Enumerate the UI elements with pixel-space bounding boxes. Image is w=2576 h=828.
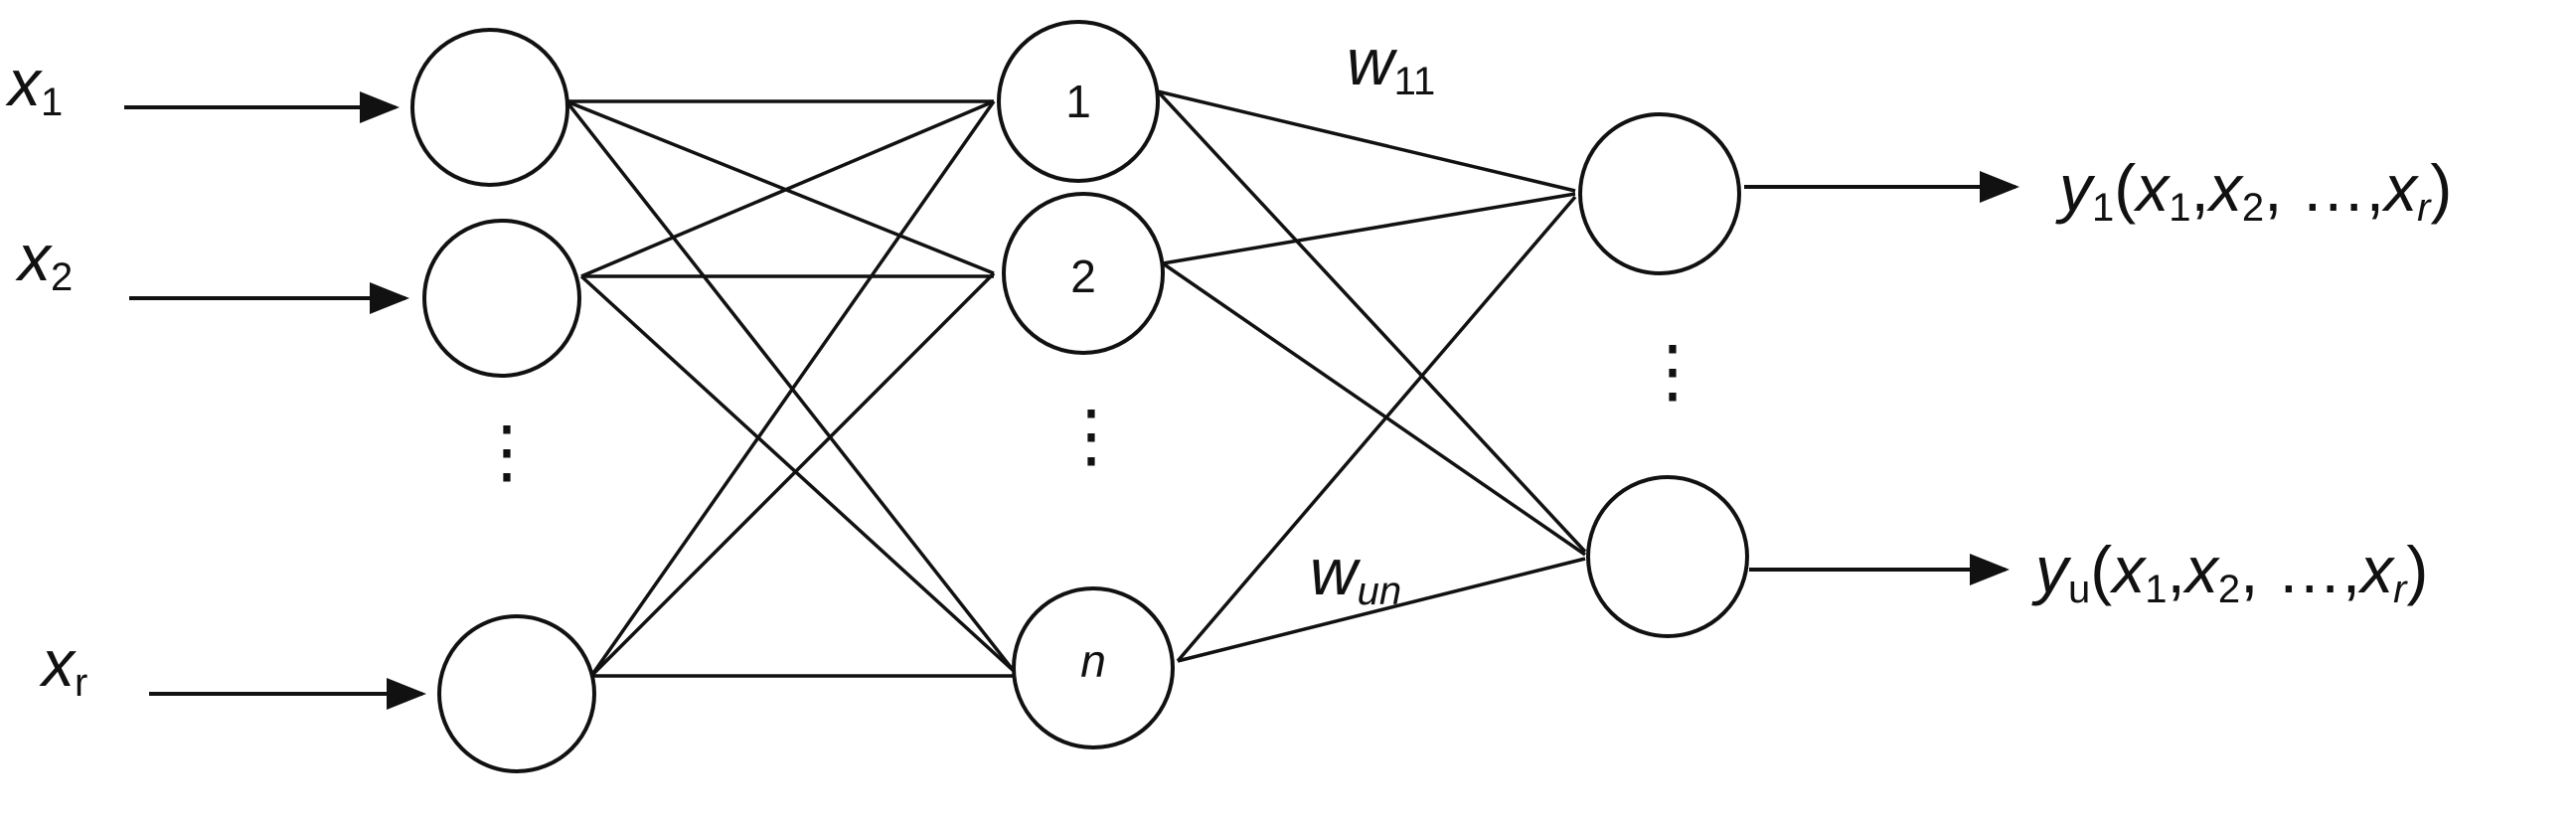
edge-inr-h1 (589, 99, 996, 678)
edge-h1-out1 (1157, 89, 1576, 193)
output-node-u (1586, 475, 1749, 638)
edge-hn-out1 (1176, 195, 1577, 663)
edge-h2-outu (1162, 261, 1586, 557)
edge-in1-hn (564, 99, 1016, 673)
output-layer (1578, 112, 1749, 638)
output-layer-dots: ⋮ (1638, 332, 1707, 410)
output-arrows (1744, 171, 2019, 585)
hidden-node-label-1: 1 (1065, 76, 1091, 127)
hidden-node-label-n: n (1080, 635, 1106, 687)
edge-h2-out1 (1162, 192, 1576, 265)
input-hidden-edges (564, 99, 1016, 678)
weight-label-w11: w11 (1347, 25, 1435, 103)
input-node-1 (410, 28, 569, 187)
weight-label-wun: wun (1310, 535, 1401, 613)
hidden-node-label-2: 2 (1070, 250, 1096, 302)
input-label-x1: x1 (5, 46, 63, 124)
input-node-2 (422, 219, 581, 378)
edge-in2-h1 (580, 99, 995, 278)
hidden-layer-dots: ⋮ (1056, 397, 1126, 474)
hidden-node-1 (997, 20, 1160, 183)
output-label-y1: y1(x1,x2, …,xr) (2055, 151, 2452, 230)
input-label-xr: xr (39, 626, 87, 705)
output-label-yu: yu(x1,x2, …,xr) (2031, 533, 2428, 611)
edge-in1-h2 (565, 99, 995, 275)
hidden-output-edges (1156, 89, 1587, 663)
output-node-1 (1578, 112, 1741, 275)
input-layer (410, 28, 596, 773)
hidden-node-2 (1002, 192, 1165, 355)
edge-hn-outu (1177, 557, 1586, 663)
input-arrows (124, 91, 426, 710)
input-node-r (437, 614, 596, 773)
edge-inr-h2 (589, 271, 996, 678)
edge-h1-outu (1156, 89, 1587, 554)
input-label-x2: x2 (15, 221, 73, 299)
edge-in2-hn (579, 274, 1016, 673)
hidden-layer: 1 2 n (997, 20, 1175, 749)
input-layer-dots: ⋮ (472, 413, 542, 490)
hidden-node-n (1012, 586, 1175, 749)
